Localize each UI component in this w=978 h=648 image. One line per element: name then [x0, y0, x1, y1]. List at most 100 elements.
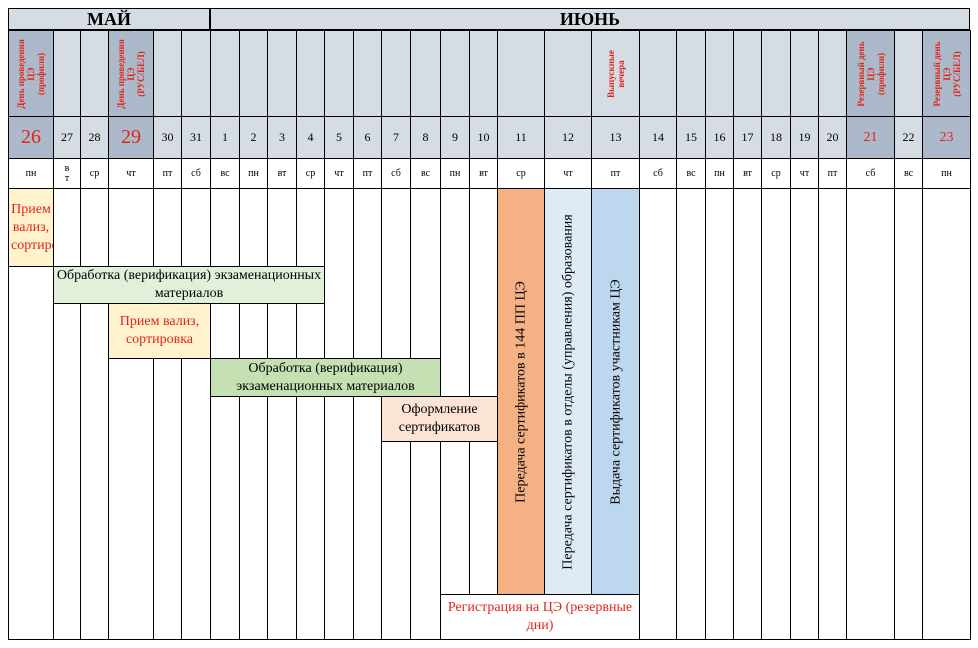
- event-cell: [639, 30, 677, 117]
- date-number-cell: 31: [181, 116, 211, 159]
- day-column: [181, 188, 211, 640]
- month-header-june: ИЮНЬ: [210, 8, 970, 30]
- date-number-cell: 30: [153, 116, 182, 159]
- event-cell: [469, 30, 498, 117]
- weekday-label: ср: [89, 167, 100, 179]
- weekday-label: вс: [903, 167, 914, 179]
- date-number: 8: [422, 130, 429, 144]
- date-number-cell: 19: [790, 116, 819, 159]
- event-cell: [381, 30, 411, 117]
- date-number: 5: [336, 130, 342, 144]
- date-number-cell: 18: [761, 116, 791, 159]
- day-column: [108, 188, 154, 640]
- day-column: [324, 188, 354, 640]
- weekday-label: пн: [25, 167, 37, 179]
- date-number: 7: [393, 130, 399, 144]
- weekday-cell: пн: [705, 158, 734, 189]
- event-cell: [181, 30, 211, 117]
- task-label: Передача сертификатов в отделы (управлен…: [560, 213, 576, 570]
- task-label: Передача сертификатов в 144 ПП ЦЭ: [513, 280, 529, 503]
- date-number-cell: 11: [497, 116, 545, 159]
- date-number: 9: [452, 130, 458, 144]
- event-cell: [296, 30, 325, 117]
- event-label: День проведения ЦЭ (профили): [16, 38, 46, 109]
- weekday-cell: пн: [440, 158, 470, 189]
- date-number: 17: [741, 130, 754, 144]
- event-cell: [324, 30, 354, 117]
- weekday-label: в т: [64, 162, 70, 184]
- weekday-cell: вт: [733, 158, 762, 189]
- date-number: 21: [863, 129, 878, 145]
- event-label: Выпускные вечера: [605, 49, 626, 98]
- event-cell: Резервный день ЦЭ (профили): [846, 30, 895, 117]
- task-label: Прием вализ, сортировка: [119, 314, 200, 347]
- date-number: 16: [713, 130, 726, 144]
- date-number-cell: 8: [410, 116, 441, 159]
- event-cell: [733, 30, 762, 117]
- task-vydacha: Выдача сертификатов участникам ЦЭ: [591, 188, 640, 595]
- weekday-label: вс: [420, 167, 431, 179]
- date-number: 13: [609, 130, 622, 144]
- weekday-label: вс: [686, 167, 696, 179]
- event-cell: Резервный день ЦЭ (РУС/БЕЛ): [922, 30, 971, 117]
- weekday-cell: в т: [53, 158, 81, 189]
- day-column: [922, 188, 971, 640]
- date-number: 23: [939, 129, 954, 145]
- task-label: Обработка (верификация) экзаменационных …: [236, 360, 415, 394]
- date-number-cell: 9: [440, 116, 470, 159]
- event-label: Резервный день ЦЭ (РУС/БЕЛ): [931, 41, 962, 106]
- day-column: [239, 188, 268, 640]
- weekday-cell: чт: [790, 158, 819, 189]
- weekday-label: чт: [799, 167, 810, 179]
- task-label: Оформление сертификатов: [398, 402, 481, 435]
- weekday-label: вт: [743, 167, 752, 179]
- event-cell: [80, 30, 109, 117]
- day-column: [296, 188, 325, 640]
- weekday-cell: ср: [80, 158, 109, 189]
- event-cell: [790, 30, 819, 117]
- day-column: [353, 188, 382, 640]
- weekday-label: пн: [714, 167, 725, 179]
- month-label-may: МАЙ: [87, 8, 131, 29]
- weekday-cell: чт: [544, 158, 592, 189]
- date-number-cell: 13: [591, 116, 640, 159]
- event-cell: [894, 30, 923, 117]
- event-cell: [818, 30, 847, 117]
- date-number-cell: 26: [8, 116, 54, 159]
- day-column: [733, 188, 762, 640]
- weekday-label: вт: [479, 167, 488, 179]
- date-number: 15: [685, 130, 697, 144]
- weekday-cell: вс: [210, 158, 240, 189]
- date-number-cell: 14: [639, 116, 677, 159]
- task-registraciya: Регистрация на ЦЭ (резервные дни): [440, 594, 640, 640]
- task-label: Обработка (верификация) экзаменационных …: [56, 268, 322, 301]
- task-label: Выдача сертификатов участникам ЦЭ: [608, 278, 623, 505]
- date-number-cell: 6: [353, 116, 382, 159]
- date-number-cell: 10: [469, 116, 498, 159]
- weekday-cell: чт: [324, 158, 354, 189]
- date-number: 4: [307, 130, 314, 144]
- day-column: [267, 188, 297, 640]
- date-number: 19: [798, 130, 811, 144]
- date-number: 20: [826, 130, 839, 144]
- date-number: 22: [902, 130, 915, 144]
- event-cell: [705, 30, 734, 117]
- weekday-cell: пт: [353, 158, 382, 189]
- weekday-label: сб: [653, 167, 663, 179]
- weekday-label: сб: [391, 167, 401, 179]
- event-cell: [544, 30, 592, 117]
- date-number: 27: [61, 130, 73, 144]
- task-obrabotka-1: Обработка (верификация) экзаменационных …: [53, 266, 325, 304]
- date-number: 3: [279, 130, 285, 144]
- date-number-cell: 5: [324, 116, 354, 159]
- weekday-label: пн: [248, 167, 259, 179]
- day-column: [894, 188, 923, 640]
- date-number-cell: 20: [818, 116, 847, 159]
- weekday-label: сб: [865, 167, 876, 179]
- weekday-label: вт: [277, 167, 287, 179]
- task-peredacha-otdely: Передача сертификатов в отделы (управлен…: [544, 188, 592, 595]
- event-cell: [153, 30, 182, 117]
- weekday-cell: сб: [181, 158, 211, 189]
- date-number-cell: 23: [922, 116, 971, 159]
- weekday-label: пн: [941, 167, 952, 179]
